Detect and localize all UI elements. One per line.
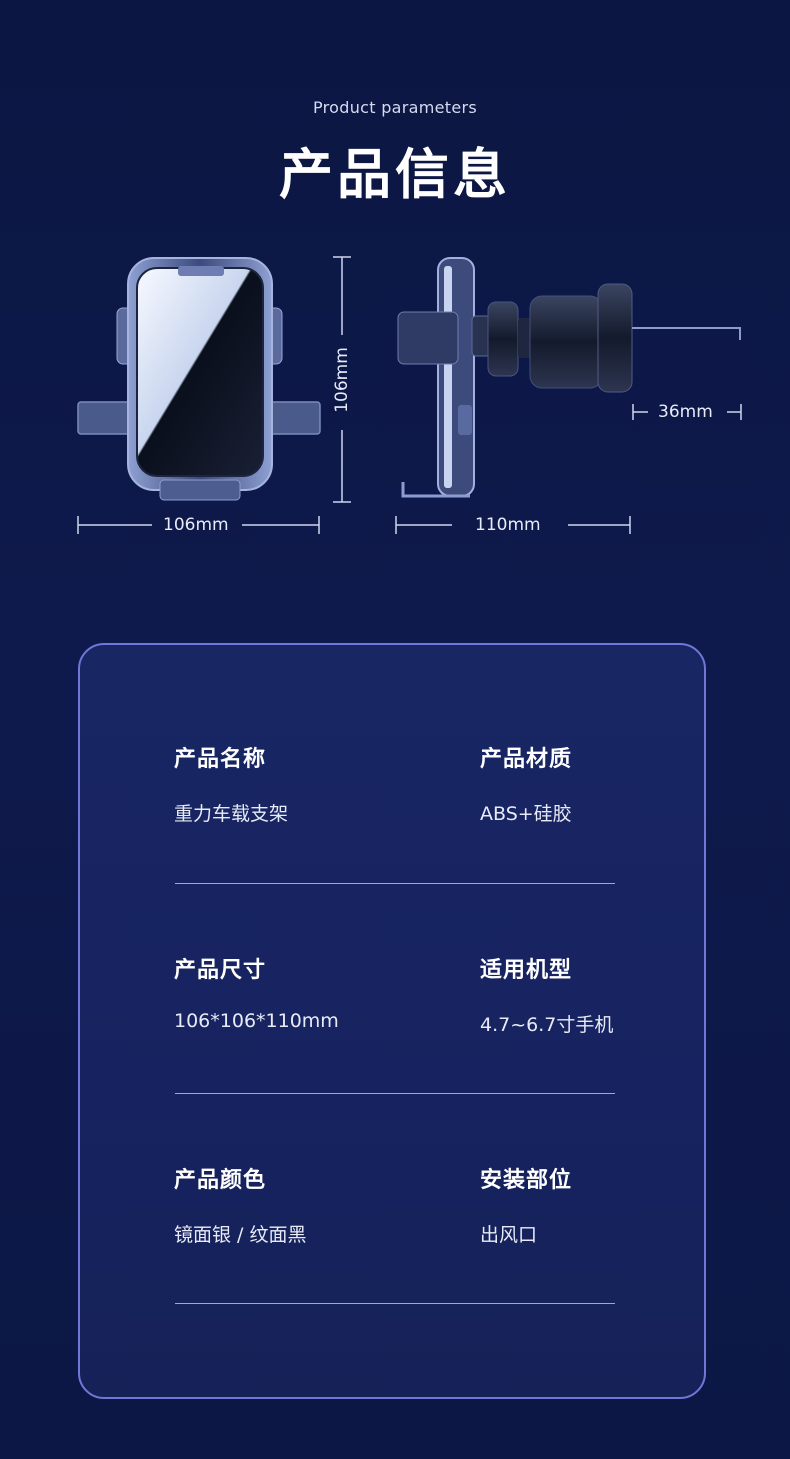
- param-label: 安装部位: [480, 1168, 573, 1193]
- row-divider: [175, 1093, 615, 1094]
- param-value: 出风口: [480, 1224, 538, 1246]
- param-material: 产品材质 ABS+硅胶: [480, 741, 572, 826]
- param-label: 产品颜色: [174, 1168, 267, 1193]
- section-title: 产品信息: [279, 143, 511, 206]
- param-size: 产品尺寸 106*106*110mm: [174, 952, 339, 1032]
- row-divider: [175, 883, 615, 884]
- product-dimension-diagram: 106mm 106mm 110mm 36mm: [0, 240, 790, 550]
- front-height-label: 106mm: [332, 347, 352, 413]
- param-compatible-models: 适用机型 4.7~6.7寸手机: [480, 952, 613, 1037]
- front-view: [77, 257, 321, 501]
- param-install-location: 安装部位 出风口: [480, 1162, 572, 1247]
- product-illustration: [77, 256, 742, 534]
- param-value: 镜面银 / 纹面黑: [174, 1224, 307, 1246]
- params-card: 产品名称 重力车载支架 产品材质 ABS+硅胶 产品尺寸 106*106*110…: [78, 643, 706, 1399]
- param-label: 产品尺寸: [174, 958, 267, 983]
- side-view: [397, 257, 741, 498]
- section-subtitle: Product parameters: [312, 98, 478, 117]
- clip-width-label: 36mm: [658, 402, 713, 422]
- front-width-dimension-line: [77, 516, 320, 534]
- param-value: ABS+硅胶: [480, 803, 572, 825]
- side-depth-label: 110mm: [475, 515, 541, 535]
- param-value: 重力车载支架: [174, 803, 289, 825]
- param-value: 4.7~6.7寸手机: [480, 1014, 614, 1036]
- side-depth-dimension-line: [395, 516, 631, 534]
- clip-width-dimension-line: [632, 404, 742, 420]
- front-height-dimension-line: [333, 256, 351, 503]
- row-divider: [175, 1303, 615, 1304]
- param-color: 产品颜色 镜面银 / 纹面黑: [174, 1162, 306, 1247]
- param-value: 106*106*110mm: [174, 1010, 339, 1032]
- param-name: 产品名称 重力车载支架: [174, 741, 288, 826]
- param-label: 产品名称: [174, 747, 267, 772]
- param-label: 适用机型: [480, 958, 573, 983]
- front-width-label: 106mm: [163, 515, 229, 535]
- param-label: 产品材质: [480, 747, 573, 772]
